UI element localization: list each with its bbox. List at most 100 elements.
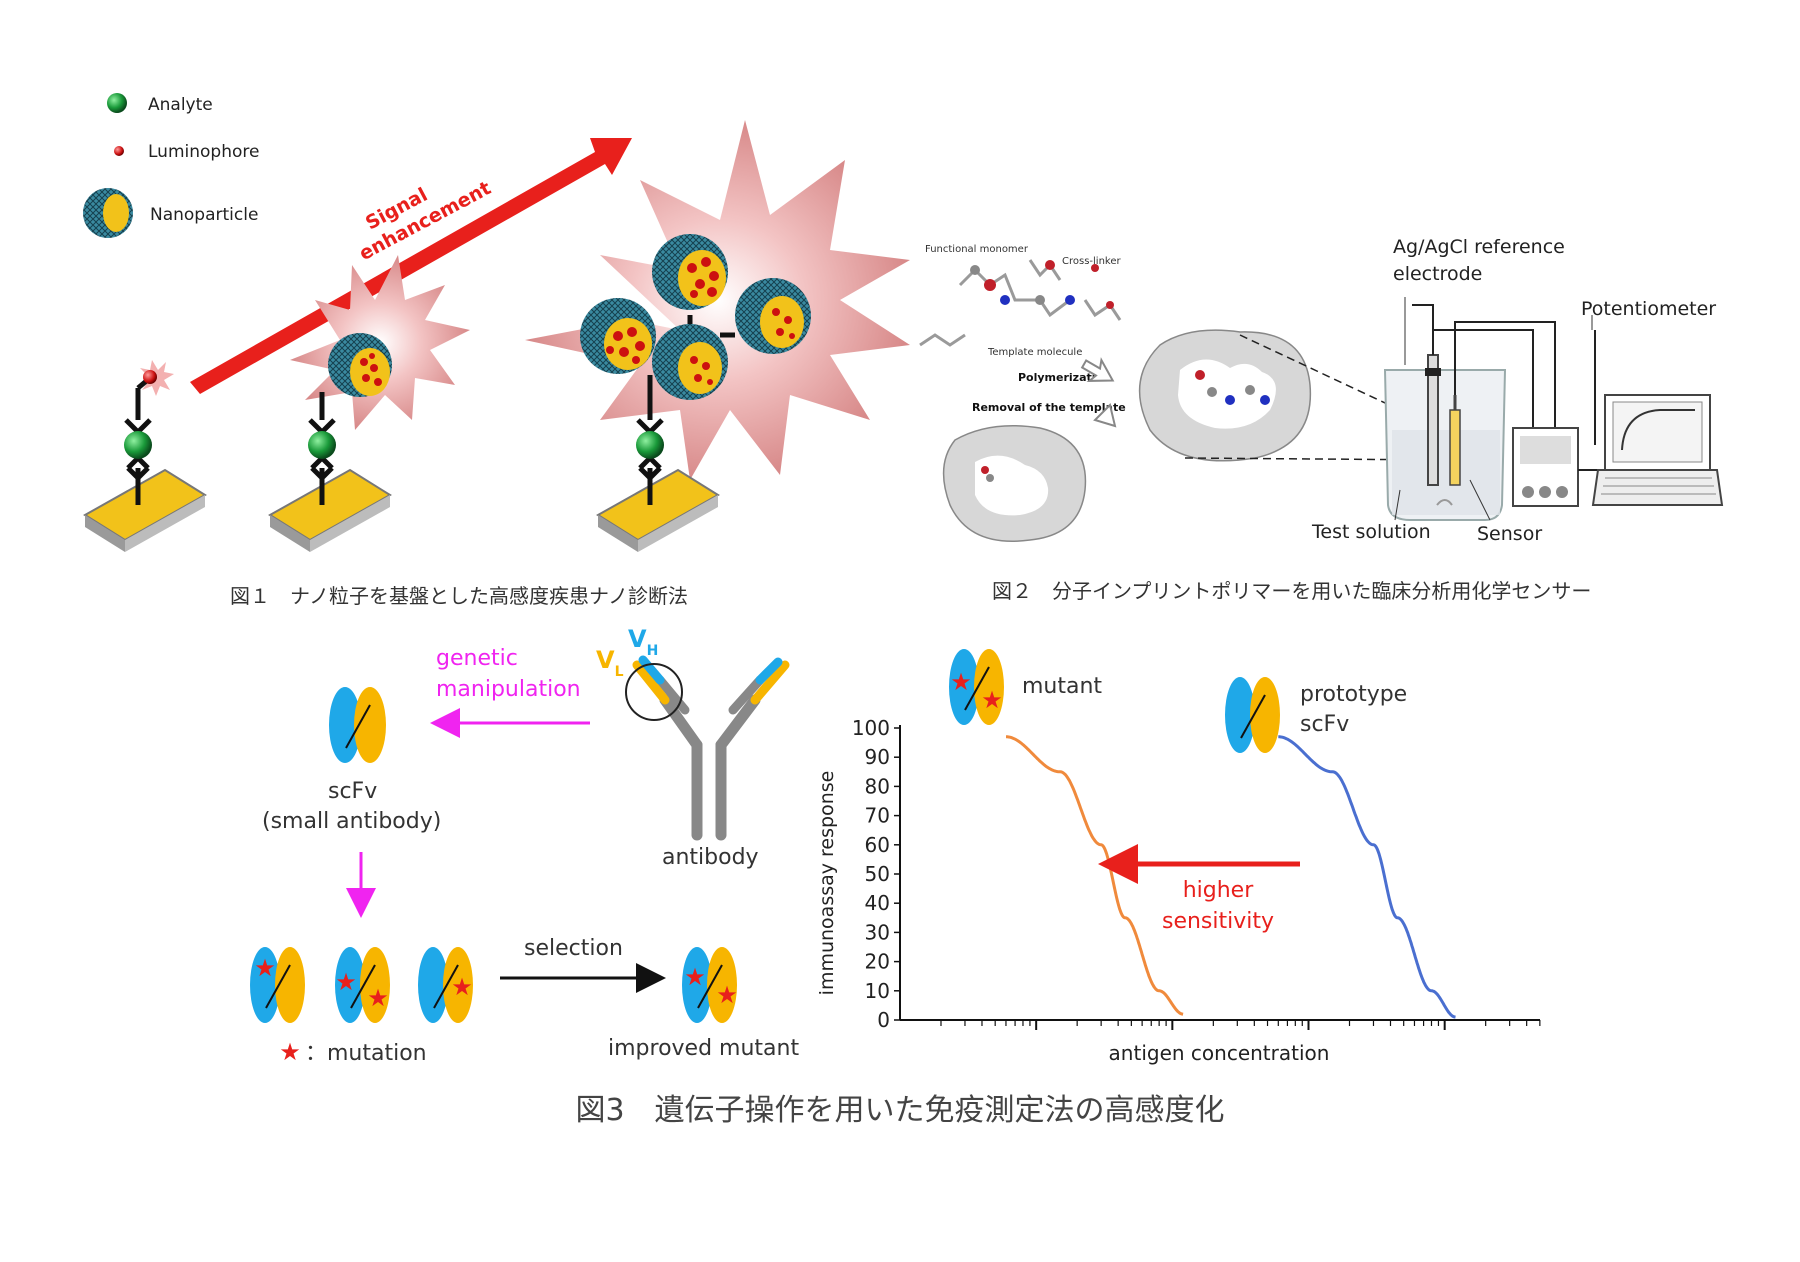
x-tick-group <box>940 1020 1541 1030</box>
wires <box>1412 304 1596 445</box>
star-icon: ★ <box>684 963 706 991</box>
substrate-1 <box>83 468 207 552</box>
nanoparticle-cluster <box>580 234 811 400</box>
signal-enhancement-arrow <box>190 138 632 394</box>
star-icon: ★ <box>254 954 276 982</box>
label-functional-monomer: Functional monomer <box>925 244 1029 255</box>
scfv-label: scFv <box>328 779 377 804</box>
polymer-with-template <box>1138 329 1312 462</box>
star-icon: ★ <box>335 968 357 996</box>
y-tick-label: 50 <box>865 862 890 886</box>
scfv-sub-label: (small antibody) <box>262 809 441 834</box>
red-dot-icon <box>114 146 124 156</box>
y-tick-label: 20 <box>865 950 890 974</box>
antibody-shape <box>632 655 790 841</box>
analyte-sphere-3 <box>636 431 664 459</box>
mutation-key-star-icon: ★ <box>279 1038 301 1066</box>
prototype-label-1: prototype <box>1300 682 1407 707</box>
substrate-2 <box>268 468 392 552</box>
laptop <box>1591 394 1724 506</box>
improved-mutant-icon: ★ ★ <box>682 947 738 1023</box>
assay-2 <box>308 392 336 505</box>
polymer-empty <box>942 424 1087 542</box>
y-tick-label: 70 <box>865 804 890 828</box>
y-tick-label: 90 <box>865 745 890 769</box>
prototype-icon <box>1225 677 1280 753</box>
fig1-caption: 図１ ナノ粒子を基盤とした高感度疾患ナノ診断法 <box>230 584 688 608</box>
y-tick-label: 30 <box>865 920 890 944</box>
antibody-label: antibody <box>662 845 759 870</box>
burst-large <box>525 120 910 480</box>
label-reference-2: electrode <box>1393 263 1482 285</box>
process-arrows <box>1080 357 1117 428</box>
star-icon: ★ <box>367 984 389 1012</box>
prototype-curve <box>1278 735 1456 1019</box>
vh-main: V <box>628 625 647 653</box>
mutant-label: mutant <box>1022 674 1102 699</box>
label-removal: Removal of the template <box>972 401 1126 414</box>
label-test-solution: Test solution <box>1311 521 1431 543</box>
vl-label: VL <box>596 646 624 680</box>
arrow-label: Signal enhancement <box>356 177 495 265</box>
scfv-icon <box>329 687 386 763</box>
legend-analyte: Analyte <box>148 95 213 115</box>
potentiometer-device <box>1512 427 1602 507</box>
mutation-key-label: ：mutation <box>305 1041 427 1066</box>
label-potentiometer: Potentiometer <box>1581 298 1716 320</box>
luminophore-1 <box>143 370 157 384</box>
domain-highlight-circle <box>625 663 683 721</box>
y-axis-title: immunoassay response <box>816 771 838 996</box>
label-reference-1: Ag/AgCl reference <box>1393 236 1565 258</box>
star-icon: ★ <box>981 686 1003 714</box>
y-tick-label: 40 <box>865 891 890 915</box>
star-icon: ★ <box>451 973 473 1001</box>
vh-label: VH <box>628 625 658 659</box>
fig2-caption: 図２ 分子インプリントポリマーを用いた臨床分析用化学センサー <box>992 579 1591 603</box>
variant-2: ★ ★ <box>335 947 390 1023</box>
star-icon: ★ <box>950 668 972 696</box>
variant-3: ★ <box>418 947 473 1023</box>
y-tick-label: 80 <box>865 774 890 798</box>
analyte-sphere-2 <box>308 431 336 459</box>
legend-nanoparticle: Nanoparticle <box>150 205 258 225</box>
vh-sub: H <box>647 643 659 659</box>
genetic-label-1: genetic <box>436 646 518 671</box>
label-cross-linker: Cross-linker <box>1062 256 1122 267</box>
analyte-sphere-1 <box>124 431 152 459</box>
vl-main: V <box>596 646 615 674</box>
variant-1: ★ <box>250 947 305 1023</box>
molecule-atoms <box>970 260 1114 309</box>
mutant-icon: ★ ★ <box>949 649 1004 725</box>
green-sphere-icon <box>107 93 127 113</box>
x-axis-title: antigen concentration <box>1109 1041 1330 1065</box>
improved-mutant-label: improved mutant <box>608 1036 799 1061</box>
beaker <box>1383 369 1507 521</box>
label-template-molecule: Template molecule <box>987 347 1082 358</box>
nanoparticle-icon <box>83 188 133 238</box>
legend-luminophore: Luminophore <box>148 142 259 162</box>
nanoparticle-loaded-1 <box>328 333 392 397</box>
fig1-legend: Analyte Luminophore Nanoparticle <box>83 93 259 238</box>
prototype-label-2: scFv <box>1300 712 1349 737</box>
mutant-curve <box>1006 735 1184 1016</box>
star-icon: ★ <box>716 981 738 1009</box>
substrate-3 <box>596 468 720 552</box>
y-tick-label: 0 <box>877 1008 890 1032</box>
selection-label: selection <box>524 936 623 961</box>
vl-sub: L <box>615 664 624 680</box>
fig3-caption: 図3 遺伝子操作を用いた免疫測定法の高感度化 <box>575 1093 1224 1128</box>
higher-label-2: sensitivity <box>1162 909 1274 934</box>
y-tick-label: 100 <box>852 716 890 740</box>
y-tick-label: 60 <box>865 833 890 857</box>
higher-label-1: higher <box>1183 878 1254 903</box>
label-polymerization: Polymerization <box>1018 371 1111 384</box>
genetic-label-2: manipulation <box>436 677 581 702</box>
y-tick-label: 10 <box>865 979 890 1003</box>
callout-lines <box>1394 297 1593 521</box>
label-sensor: Sensor <box>1477 523 1542 545</box>
molecule-sketch <box>919 259 1122 347</box>
